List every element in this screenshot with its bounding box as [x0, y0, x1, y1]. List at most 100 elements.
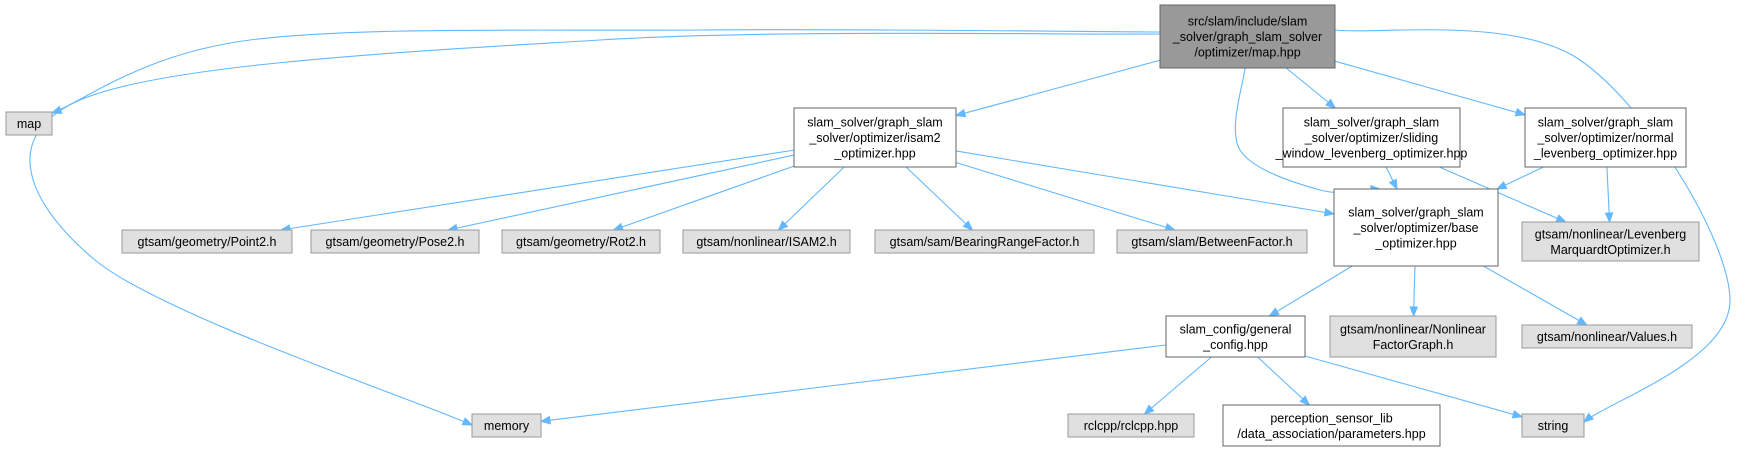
- edge-isam2-to-bearing: [905, 166, 974, 231]
- edge-base-to-values: [1483, 265, 1588, 326]
- node-label-line: gtsam/nonlinear/Levenberg: [1535, 227, 1687, 241]
- arrowhead: [1514, 108, 1527, 117]
- arrowhead: [1604, 212, 1614, 224]
- edge-isam2-to-point2: [279, 149, 795, 233]
- node-label-line: _solver/optimizer/isam2: [808, 131, 940, 145]
- node-sliding[interactable]: slam_solver/graph_slam_solver/optimizer/…: [1275, 107, 1468, 168]
- node-isam2h: gtsam/nonlinear/ISAM2.h: [682, 229, 851, 254]
- node-box: [874, 229, 1095, 254]
- node-string: string: [1521, 413, 1585, 438]
- node-label-line: slam_solver/graph_slam: [1538, 116, 1673, 130]
- arrowhead: [1576, 316, 1588, 326]
- node-label-line: _levenberg_optimizer.hpp: [1533, 147, 1677, 161]
- node-label-line: _optimizer.hpp: [1374, 237, 1456, 251]
- node-label-line: string: [1538, 419, 1569, 433]
- node-label-line: map: [17, 117, 41, 131]
- node-label-line: gtsam/geometry/Pose2.h: [326, 235, 465, 249]
- node-label-line: _window_levenberg_optimizer.hpp: [1275, 147, 1468, 161]
- arrowhead: [962, 220, 974, 231]
- node-between: gtsam/slam/BetweenFactor.h: [1116, 229, 1308, 254]
- node-label-line: gtsam/nonlinear/Nonlinear: [1340, 322, 1486, 336]
- edge-normal-to-lm: [1604, 166, 1614, 224]
- arrowhead: [777, 220, 789, 231]
- edge-root-to-sliding: [1285, 67, 1337, 109]
- node-base[interactable]: slam_solver/graph_slam_solver/optimizer/…: [1333, 188, 1499, 267]
- node-box: [1333, 188, 1499, 267]
- node-label-line: slam_config/general: [1180, 322, 1292, 336]
- arrowhead: [1325, 98, 1337, 109]
- node-box: [1329, 315, 1497, 358]
- arrowhead: [539, 415, 551, 425]
- node-label-line: memory: [484, 419, 530, 433]
- edge-isam2-to-between: [955, 161, 1176, 232]
- node-label-line: rclcpp/rclcpp.hpp: [1084, 419, 1179, 433]
- node-label-line: slam_solver/graph_slam: [807, 116, 942, 130]
- arrowhead: [1582, 412, 1595, 423]
- node-box: [793, 107, 957, 168]
- node-label-line: /data_association/parameters.hpp: [1237, 427, 1425, 441]
- node-label-line: gtsam/geometry/Rot2.h: [516, 235, 646, 249]
- node-label-line: _solver/graph_slam_solver: [1172, 30, 1322, 44]
- arrowhead: [1323, 207, 1336, 217]
- node-label-line: _config.hpp: [1202, 338, 1268, 352]
- arrowhead: [954, 108, 967, 118]
- edge-isam2-to-rot2: [612, 165, 795, 231]
- node-label-line: slam_solver/graph_slam: [1348, 206, 1483, 220]
- edge-isam2-to-isam2h: [777, 166, 845, 231]
- edge-isam2-to-pose2: [446, 154, 795, 233]
- node-box: [1521, 324, 1693, 349]
- node-label-line: gtsam/geometry/Point2.h: [138, 235, 277, 249]
- arrowhead: [1495, 181, 1508, 190]
- edge-base-to-nfg: [1409, 265, 1419, 318]
- edges-layer: [29, 29, 1731, 426]
- edge-general-to-params: [1257, 356, 1311, 406]
- node-label-line: _solver/optimizer/normal: [1536, 131, 1673, 145]
- node-label-line: gtsam/nonlinear/ISAM2.h: [696, 235, 836, 249]
- edge-root-to-memory: [29, 32, 1161, 426]
- edge-normal-to-base: [1495, 166, 1544, 190]
- node-label-line: gtsam/sam/BearingRangeFactor.h: [890, 235, 1080, 249]
- edge-general-to-string: [1304, 355, 1524, 419]
- node-box: [1524, 107, 1687, 168]
- node-box: [1521, 413, 1585, 438]
- edge-isam2-to-base: [955, 150, 1336, 217]
- node-bearing: gtsam/sam/BearingRangeFactor.h: [874, 229, 1095, 254]
- arrowhead: [461, 417, 474, 426]
- edge-root-to-normal: [1334, 60, 1527, 117]
- node-params[interactable]: perception_sensor_lib/data_association/p…: [1222, 404, 1441, 447]
- edge-root-to-map: [50, 29, 1161, 114]
- node-box: [1116, 229, 1308, 254]
- node-box: [1282, 107, 1461, 168]
- edge-sliding-to-base: [1385, 166, 1398, 191]
- node-general[interactable]: slam_config/general _config.hpp: [1165, 315, 1306, 358]
- node-normal[interactable]: slam_solver/graph_slam_solver/optimizer/…: [1524, 107, 1687, 168]
- node-root[interactable]: src/slam/include/slam_solver/graph_slam_…: [1159, 4, 1336, 69]
- node-box: [501, 229, 661, 254]
- node-box: [1521, 221, 1700, 262]
- node-point2: gtsam/geometry/Point2.h: [121, 229, 293, 254]
- edge-root-to-isam2: [954, 59, 1161, 118]
- node-label-line: _solver/optimizer/base: [1352, 221, 1478, 235]
- node-values: gtsam/nonlinear/Values.h: [1521, 324, 1693, 349]
- node-box: [1222, 404, 1441, 447]
- nodes-layer: src/slam/include/slam_solver/graph_slam_…: [5, 4, 1700, 447]
- node-label-line: MarquardtOptimizer.h: [1550, 243, 1670, 257]
- node-lm: gtsam/nonlinear/LevenbergMarquardtOptimi…: [1521, 221, 1700, 262]
- node-memory: memory: [471, 413, 542, 438]
- edge-general-to-memory: [539, 344, 1167, 425]
- node-box: [1165, 315, 1306, 358]
- node-isam2[interactable]: slam_solver/graph_slam_solver/optimizer/…: [793, 107, 957, 168]
- edge-general-to-rclcpp: [1143, 356, 1212, 415]
- node-label-line: /optimizer/map.hpp: [1194, 46, 1300, 60]
- node-rclcpp: rclcpp/rclcpp.hpp: [1067, 413, 1195, 438]
- node-label-line: perception_sensor_lib: [1270, 411, 1392, 425]
- arrowhead: [1511, 410, 1524, 419]
- node-label-line: gtsam/nonlinear/Values.h: [1537, 330, 1677, 344]
- arrowhead: [1268, 307, 1280, 317]
- node-label-line: src/slam/include/slam: [1188, 15, 1307, 29]
- node-box: [682, 229, 851, 254]
- node-pose2: gtsam/geometry/Pose2.h: [310, 229, 480, 254]
- node-label-line: _optimizer.hpp: [833, 147, 915, 161]
